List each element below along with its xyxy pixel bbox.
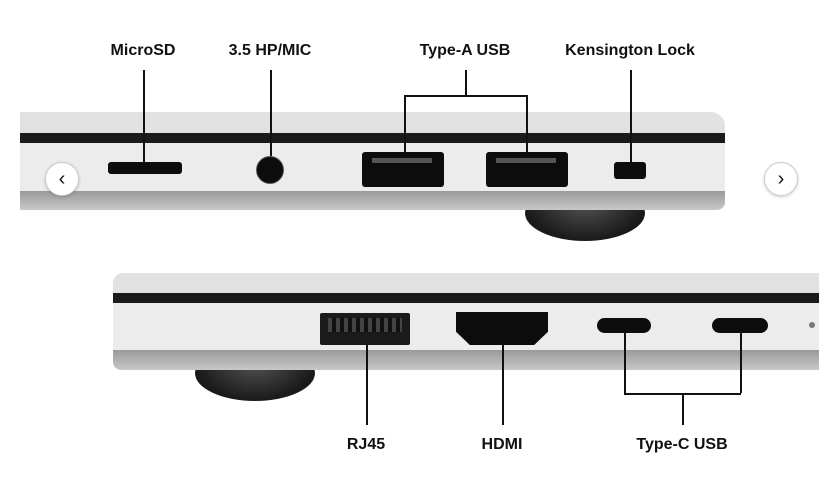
- hdmi-port: [456, 312, 548, 345]
- label-hdmi: HDMI: [481, 436, 523, 453]
- chevron-right-icon: ›: [777, 167, 785, 190]
- status-led: [809, 322, 815, 328]
- usb-c-port-1: [597, 318, 651, 333]
- audio-jack: [256, 156, 284, 184]
- leader-line: [270, 70, 272, 156]
- usb-a-port-1: [362, 152, 444, 187]
- leader-line: [465, 70, 467, 95]
- leader-line: [502, 345, 504, 425]
- usb-a-port-2: [486, 152, 568, 187]
- kensington-slot: [614, 162, 646, 179]
- next-button[interactable]: ›: [764, 162, 798, 196]
- usb-c-port-2: [712, 318, 768, 333]
- laptop-right-side: [113, 273, 819, 370]
- chevron-left-icon: ‹: [58, 167, 66, 190]
- label-usb-c: Type-C USB: [636, 436, 728, 453]
- label-microsd: MicroSD: [110, 42, 176, 59]
- prev-button[interactable]: ‹: [45, 162, 79, 196]
- leader-line: [404, 95, 406, 152]
- label-usb-a: Type-A USB: [419, 42, 511, 59]
- leader-line: [630, 70, 632, 162]
- microsd-slot: [108, 162, 182, 174]
- leader-line: [682, 393, 684, 425]
- label-audio: 3.5 HP/MIC: [228, 42, 312, 59]
- leader-line: [143, 70, 145, 162]
- leader-line: [624, 333, 626, 393]
- leader-line: [740, 333, 742, 393]
- leader-line: [366, 345, 368, 425]
- leader-line: [526, 95, 528, 152]
- rj45-port: [320, 313, 410, 345]
- label-rj45: RJ45: [346, 436, 386, 453]
- label-kensington: Kensington Lock: [565, 42, 695, 59]
- leader-line: [404, 95, 527, 97]
